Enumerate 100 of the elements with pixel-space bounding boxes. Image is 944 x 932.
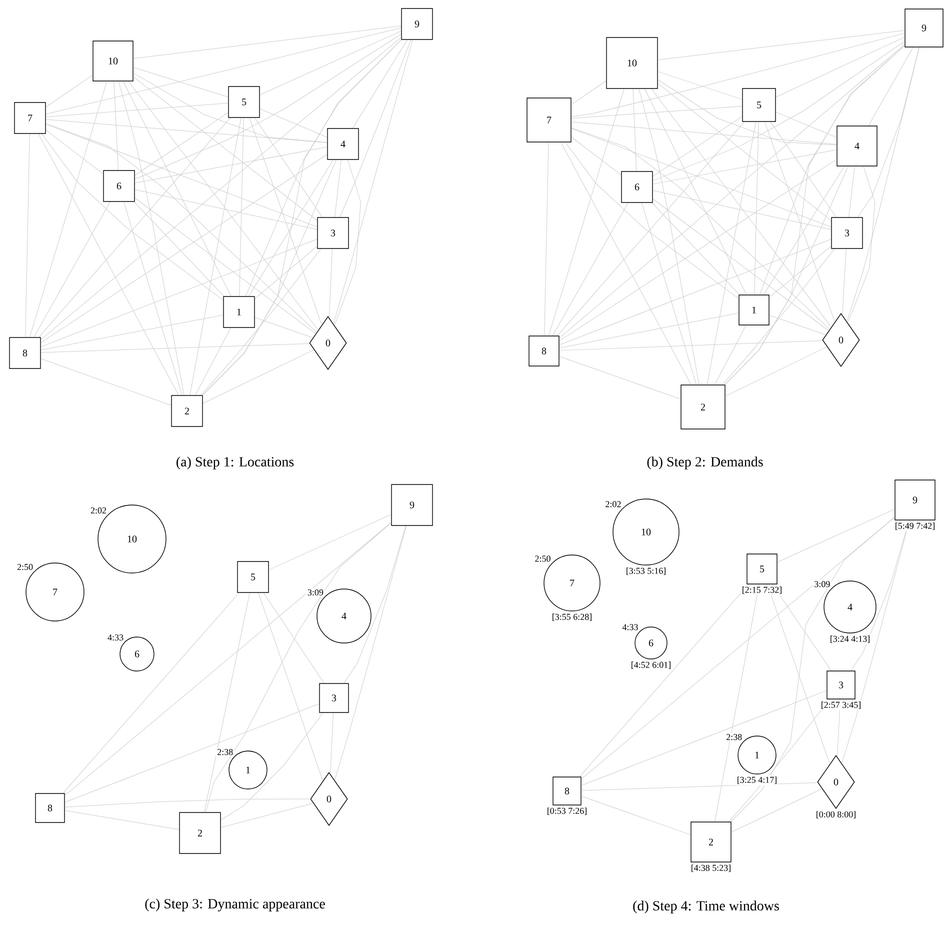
square-node: 4 <box>836 126 878 166</box>
edge-line <box>254 317 314 338</box>
edge-line <box>559 356 681 400</box>
edge-line <box>249 118 322 326</box>
edge-line <box>760 45 905 295</box>
subfigure-caption: (d) Step 4: Time windows <box>633 900 779 914</box>
edge-line <box>776 112 837 138</box>
edge-line <box>30 81 108 338</box>
time-window-label: [4:38 5:23] <box>692 864 730 872</box>
edge-line <box>642 202 697 385</box>
edge-line <box>334 160 342 218</box>
edge-line <box>330 712 334 774</box>
edge-line <box>842 248 846 316</box>
edge-line <box>239 118 244 296</box>
square-node: 4 <box>327 128 359 160</box>
edge-line <box>64 522 392 796</box>
edge-line <box>248 160 334 296</box>
edge-line <box>848 166 855 218</box>
edge-line <box>571 80 606 105</box>
edge-line <box>40 154 328 343</box>
edge-line <box>571 136 622 176</box>
square-node: 5 <box>742 88 776 122</box>
edge-line <box>260 108 328 138</box>
edge-line <box>64 704 320 803</box>
edge-line <box>724 45 905 385</box>
edge-line <box>848 166 876 324</box>
time-window-label: [5:49 7:42] <box>896 522 934 530</box>
time-window-label: [0:53 7:26] <box>548 808 586 816</box>
edge-line <box>571 128 830 330</box>
edge-line <box>706 122 756 385</box>
edge-line <box>258 592 324 782</box>
edge-line <box>128 81 318 330</box>
edge-line <box>652 116 742 177</box>
edge-line <box>581 796 691 836</box>
edge-line <box>200 248 322 396</box>
edge-line <box>559 44 905 338</box>
edge-line <box>632 88 637 172</box>
subfigure-caption: (c) Step 3: Dynamic appearance <box>145 898 325 912</box>
edge-line <box>548 88 624 336</box>
edge-line <box>133 72 328 143</box>
edge-line <box>581 782 818 791</box>
edge-line <box>38 118 230 338</box>
edge-line <box>730 517 895 822</box>
time-window-label: [3:55 6:28] <box>552 614 592 621</box>
edge-line <box>134 146 328 184</box>
edge-line <box>559 159 837 342</box>
time-window-label: [0:00 8:00] <box>816 811 856 819</box>
edge-line <box>754 122 759 295</box>
square-node: 3 <box>319 683 349 713</box>
edge-line <box>40 314 224 350</box>
square-node: 2 <box>680 384 726 430</box>
square-node: 8 <box>528 336 560 366</box>
edge-line <box>134 202 224 296</box>
square-node: 3 <box>317 217 349 249</box>
square-node: 10 <box>92 40 134 82</box>
edge-line <box>124 202 182 396</box>
edge-line <box>658 80 837 146</box>
edge-line <box>581 690 827 786</box>
edge-line <box>837 699 841 758</box>
square-node: 7 <box>14 102 46 134</box>
edge-line <box>134 34 402 180</box>
edge-line <box>552 202 628 336</box>
edge-line <box>333 40 413 324</box>
edge-line <box>571 106 742 119</box>
edge-line <box>190 118 242 396</box>
edge-line <box>769 315 826 336</box>
time-window-label: [3:24 4:13] <box>830 636 870 643</box>
edge-line <box>34 202 110 338</box>
square-node: 8 <box>9 337 41 369</box>
edge-line <box>254 246 318 299</box>
square-node: 2 <box>171 395 203 427</box>
square-node: 8 <box>552 776 582 806</box>
square-node: 8 <box>35 793 65 823</box>
square-node: 5 <box>746 554 778 584</box>
edge-line <box>133 26 402 59</box>
edge-line <box>571 128 832 228</box>
edge-line <box>245 40 402 296</box>
square-node: 3 <box>831 217 863 249</box>
edge-line <box>842 520 910 764</box>
time-window-label: [3:25 4:17] <box>738 776 776 784</box>
edge-line <box>134 189 318 230</box>
square-node: 1 <box>738 294 770 326</box>
square-node: 9 <box>391 484 433 526</box>
square-node: 5 <box>237 561 269 593</box>
edge-line <box>122 81 232 296</box>
edge-line <box>334 160 361 326</box>
square-node: 2 <box>179 812 221 854</box>
edge-line <box>134 112 228 176</box>
square-node: 2 <box>690 822 732 862</box>
edge-line <box>776 36 905 98</box>
time-window-label: [3:53 5:16] <box>626 568 666 575</box>
square-node: 9 <box>894 480 936 520</box>
edge-line <box>581 516 895 780</box>
edge-line <box>868 47 914 126</box>
edge-line <box>46 130 104 174</box>
edge-line <box>40 238 318 348</box>
edge-line <box>352 40 408 128</box>
edge-line <box>260 30 402 96</box>
edge-line <box>40 358 172 406</box>
edge-line <box>220 712 324 820</box>
